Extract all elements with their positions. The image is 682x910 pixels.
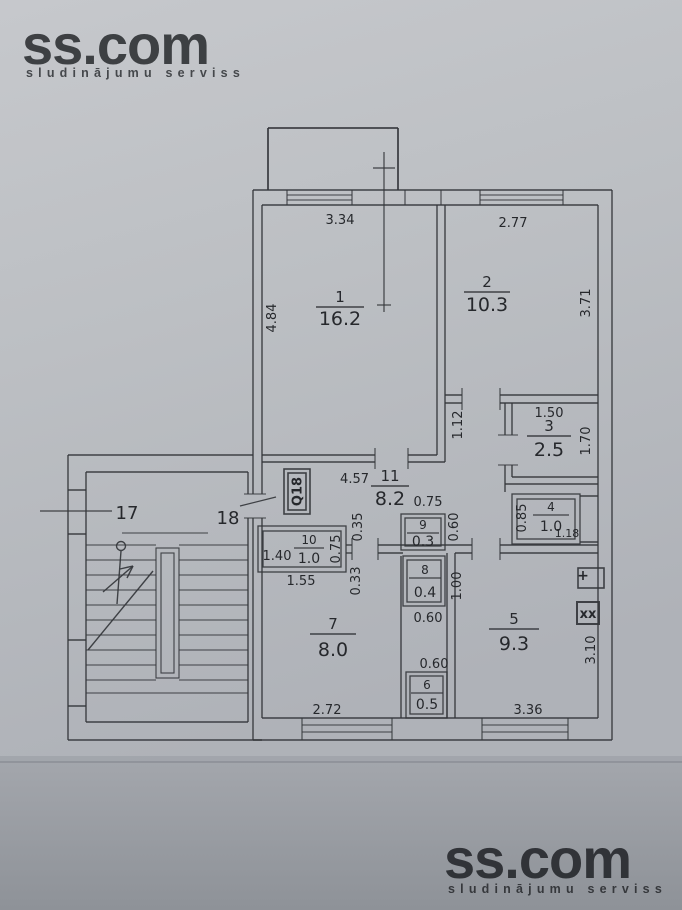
room-label-7: 7 8.0 xyxy=(310,615,356,661)
staircase xyxy=(86,532,248,694)
svg-text:1: 1 xyxy=(335,288,345,306)
watermark-bottom: ss.com sludinājumu serviss xyxy=(444,827,667,896)
svg-text:0.5: 0.5 xyxy=(416,697,438,713)
svg-text:1.0: 1.0 xyxy=(540,519,562,535)
stove-icon xyxy=(576,601,600,625)
dim-top-room3: 1.50 xyxy=(535,406,564,421)
brand-logo-bottom: ss.com xyxy=(444,827,631,890)
room-label-10: 10 1.0 xyxy=(294,533,324,567)
svg-text:3: 3 xyxy=(544,417,554,435)
brand-logo: ss.com xyxy=(22,13,209,76)
unit-door-badge xyxy=(283,468,311,515)
kitchen-fixtures: + xx xyxy=(576,567,605,625)
windows xyxy=(286,190,569,740)
room-label-5: 5 9.3 xyxy=(489,610,539,655)
stairwell-unit-numbers: 17 18 xyxy=(116,503,240,529)
dim-bottom-room7: 2.72 xyxy=(313,703,342,718)
svg-text:11: 11 xyxy=(380,467,399,485)
svg-text:2: 2 xyxy=(482,273,492,291)
dim-corridor: 1.12 xyxy=(451,411,466,440)
svg-text:1.0: 1.0 xyxy=(298,551,320,567)
unit-number-left: 17 xyxy=(116,503,139,524)
dim-shaft-lower: 0.60 xyxy=(420,657,449,672)
dim-hall-right: 0.75 xyxy=(414,495,443,510)
dim-top-room2: 2.77 xyxy=(499,216,528,231)
svg-text:0.3: 0.3 xyxy=(412,534,434,550)
svg-text:2.5: 2.5 xyxy=(534,439,564,461)
svg-text:8.2: 8.2 xyxy=(375,488,405,510)
dimension-labels: 3.34 2.77 4.84 3.71 1.12 1.50 1.70 4.57 … xyxy=(263,213,599,718)
dim-room7-door: 0.33 xyxy=(349,567,364,596)
room-labels: 1 16.2 2 10.3 3 2.5 4 1.0 5 xyxy=(294,273,571,713)
dim-below-room10: 1.55 xyxy=(287,574,316,589)
svg-text:5: 5 xyxy=(509,610,519,628)
svg-text:8.0: 8.0 xyxy=(318,639,348,661)
dim-bottom-room5: 3.36 xyxy=(514,703,543,718)
dim-hall-length: 4.57 xyxy=(340,472,369,487)
interior-walls xyxy=(262,205,598,718)
apartment-outer-walls xyxy=(252,189,613,741)
dim-left-room1: 4.84 xyxy=(265,304,280,333)
svg-text:10.3: 10.3 xyxy=(466,294,508,316)
dim-right-room3: 1.70 xyxy=(579,427,594,456)
room-label-9: 9 0.3 xyxy=(407,518,439,550)
watermark-top: ss.com sludinājumu serviss xyxy=(22,13,245,80)
svg-text:6: 6 xyxy=(423,678,431,692)
svg-text:9.3: 9.3 xyxy=(499,633,529,655)
dim-right-room8: 1.00 xyxy=(450,572,465,601)
svg-text:8: 8 xyxy=(421,563,429,577)
svg-text:10: 10 xyxy=(301,533,316,547)
room-label-2: 2 10.3 xyxy=(464,273,510,316)
balcony xyxy=(267,127,399,190)
unit-number-right: 18 xyxy=(217,508,240,529)
svg-text:0.4: 0.4 xyxy=(414,585,436,601)
svg-text:7: 7 xyxy=(328,615,338,633)
room-label-6: 6 0.5 xyxy=(411,678,443,713)
svg-text:16.2: 16.2 xyxy=(319,308,361,330)
dim-right-room2: 3.71 xyxy=(579,289,594,318)
room-label-8: 8 0.4 xyxy=(409,563,441,601)
closet-boxes xyxy=(257,493,581,719)
room-label-3: 3 2.5 xyxy=(527,417,571,461)
unit-door-badge-label: Q18 xyxy=(291,477,306,506)
stair-direction-arrow xyxy=(87,540,154,651)
sink-icon xyxy=(577,567,605,589)
balcony-door-marker xyxy=(373,152,395,312)
sink-symbol: + xyxy=(577,568,589,584)
room-label-4: 4 1.0 xyxy=(533,500,569,535)
dim-shaft-upper: 0.60 xyxy=(414,611,443,626)
svg-text:4: 4 xyxy=(547,500,555,514)
svg-text:9: 9 xyxy=(419,518,427,532)
unit-leader-lines xyxy=(40,496,277,512)
dim-top-room1: 3.34 xyxy=(326,213,355,228)
dim-left-room4: 0.85 xyxy=(515,504,530,533)
brand-tagline: sludinājumu serviss xyxy=(26,66,245,80)
stove-symbol: xx xyxy=(580,607,597,622)
floor-plan: Q18 + xx 1 16.2 2 10.3 3 2.5 xyxy=(40,127,613,741)
dim-right-room9: 0.60 xyxy=(447,513,462,542)
room-label-11: 11 8.2 xyxy=(371,467,409,510)
room-label-1: 1 16.2 xyxy=(316,288,364,330)
dim-room10-width: 1.40 xyxy=(263,549,292,564)
dim-hall-jog-a: 0.35 xyxy=(351,513,366,542)
dim-room10-depth: 0.75 xyxy=(329,535,344,564)
dim-bottom-room4: 1.18 xyxy=(555,527,580,540)
brand-tagline-bottom: sludinājumu serviss xyxy=(448,882,667,896)
dim-right-room5: 3.10 xyxy=(584,636,599,665)
